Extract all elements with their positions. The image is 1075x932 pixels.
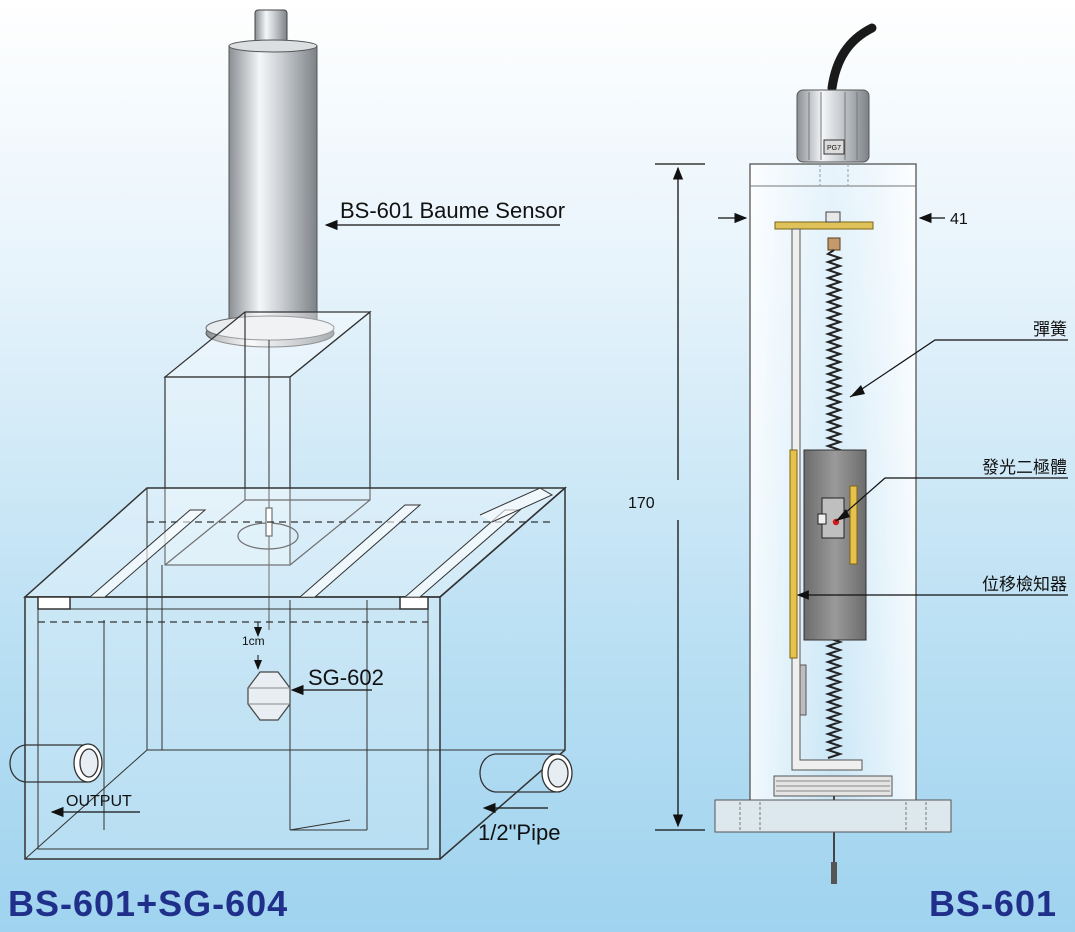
- detector-label: 位移檢知器: [982, 575, 1067, 595]
- spring-label: 彈簧: [1033, 320, 1067, 340]
- baume-sensor-body: [205, 9, 335, 348]
- left-diagram: BS-601 Baume Sensor SG-602 1cm OUTPUT 1/…: [9, 9, 573, 860]
- cable-gland: PG7: [796, 89, 870, 163]
- output-pipe: [9, 743, 103, 783]
- diameter-label: 41: [950, 211, 968, 228]
- inlet-pipe: [479, 753, 573, 793]
- led-leader: [835, 477, 1068, 522]
- base-flange: [714, 799, 952, 833]
- sg-602-float: [247, 671, 291, 721]
- output-label: OUTPUT: [66, 793, 132, 810]
- right-diagram: PG7: [628, 23, 1068, 884]
- sensor-cable: [827, 23, 877, 93]
- upper-glass-box: [163, 310, 372, 630]
- spring-leader: [849, 339, 1068, 398]
- sensor-label: BS-601 Baume Sensor: [340, 198, 565, 223]
- led-label: 發光二極體: [982, 458, 1067, 478]
- right-caption: BS-601: [928, 883, 1057, 924]
- pipe-label: 1/2"Pipe: [478, 820, 560, 845]
- connector-label: PG7: [827, 145, 841, 152]
- height-dimension: [655, 163, 705, 831]
- height-label: 170: [628, 495, 655, 512]
- left-caption: BS-601+SG-604: [8, 883, 289, 924]
- lower-tank: [23, 486, 568, 860]
- float-label: SG-602: [308, 665, 384, 690]
- gap-label: 1cm: [242, 634, 265, 648]
